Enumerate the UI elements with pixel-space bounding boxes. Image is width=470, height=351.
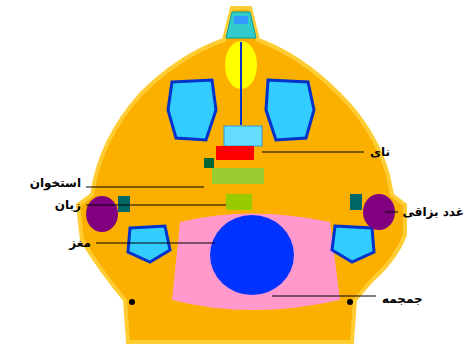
small-region <box>204 158 214 168</box>
nose-tip <box>226 12 256 38</box>
nose-inner <box>234 16 248 24</box>
leader-line <box>272 296 376 297</box>
brain-label: مغز <box>67 235 93 251</box>
salivary-gland <box>86 196 118 232</box>
dark-region <box>118 196 130 212</box>
red-region <box>216 146 254 160</box>
trachea-label: نای <box>368 144 392 160</box>
head-outline <box>78 8 405 342</box>
dark-region <box>350 194 362 210</box>
leader-line <box>86 187 204 188</box>
leader-line <box>96 243 215 244</box>
gland-label: غدد بزاقی <box>400 204 466 220</box>
brain <box>210 215 294 295</box>
marker <box>347 299 353 305</box>
sinus <box>168 80 216 140</box>
septum <box>240 42 242 125</box>
blue-region <box>332 226 374 262</box>
trachea <box>224 126 262 146</box>
leader-line <box>385 212 398 213</box>
skull-label: جمجمه <box>380 291 425 307</box>
marker <box>129 299 135 305</box>
blue-region <box>128 226 170 262</box>
sinus <box>266 80 314 140</box>
tongue <box>212 168 264 184</box>
bone-region <box>226 194 252 210</box>
leader-line <box>262 152 364 153</box>
tongue-label: زبان <box>53 197 83 213</box>
bone-label: استخوان <box>28 175 83 191</box>
leader-line <box>86 205 226 206</box>
